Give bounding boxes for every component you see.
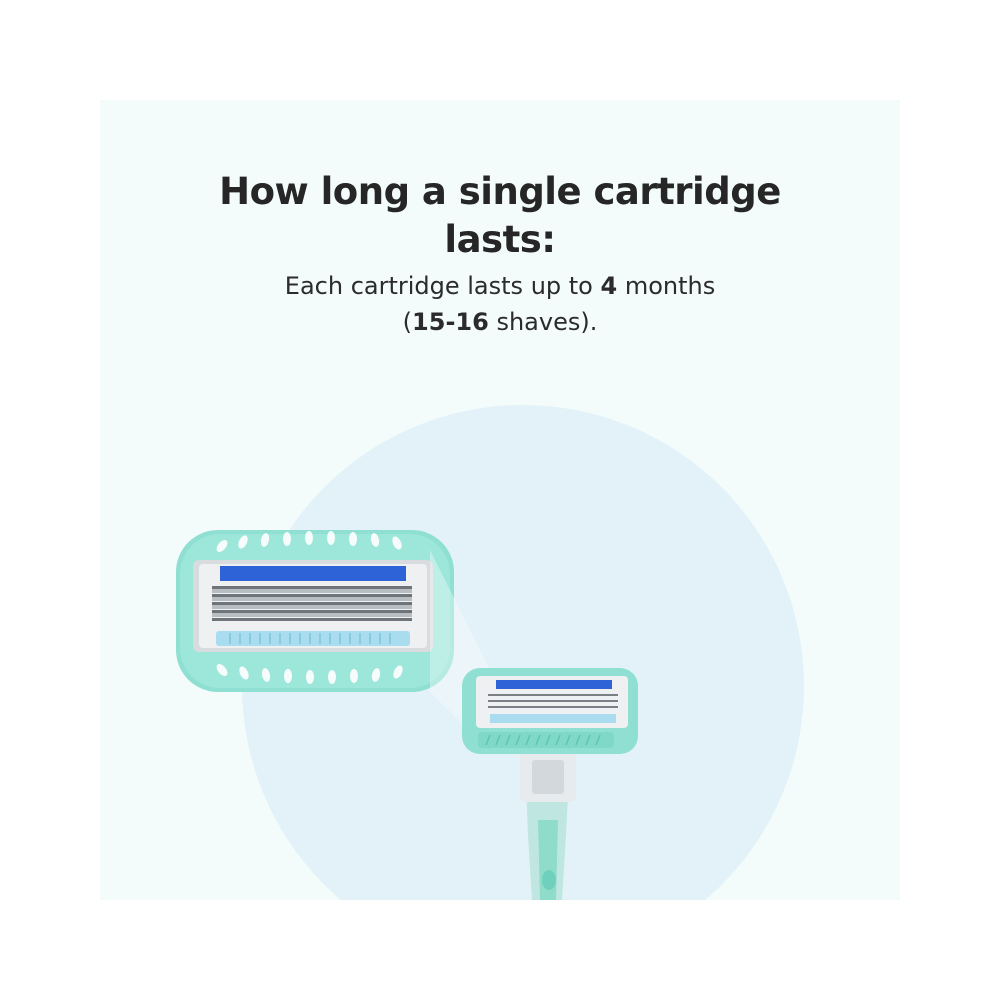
title-line-1: How long a single cartridge	[219, 170, 781, 213]
description-text: Each cartridge lasts up to 4 months (15-…	[100, 268, 900, 340]
description-prefix: Each cartridge lasts up to	[284, 272, 601, 300]
info-panel: How long a single cartridge lasts: Each …	[100, 100, 900, 900]
razor-with-handle-icon	[462, 668, 638, 900]
paren-open: (	[402, 308, 413, 336]
description-line-1: Each cartridge lasts up to 4 months	[100, 268, 900, 304]
razor-cartridge-icon	[176, 530, 454, 692]
razor-illustration	[176, 530, 638, 900]
shaves-value: 15-16	[412, 308, 489, 336]
shaves-unit: shaves).	[488, 308, 598, 336]
page-title: How long a single cartridge lasts:	[100, 168, 900, 264]
months-unit: months	[617, 272, 716, 300]
months-value: 4	[600, 272, 618, 300]
description-line-2: (15-16 shaves).	[100, 304, 900, 340]
title-line-2: lasts:	[444, 218, 556, 261]
